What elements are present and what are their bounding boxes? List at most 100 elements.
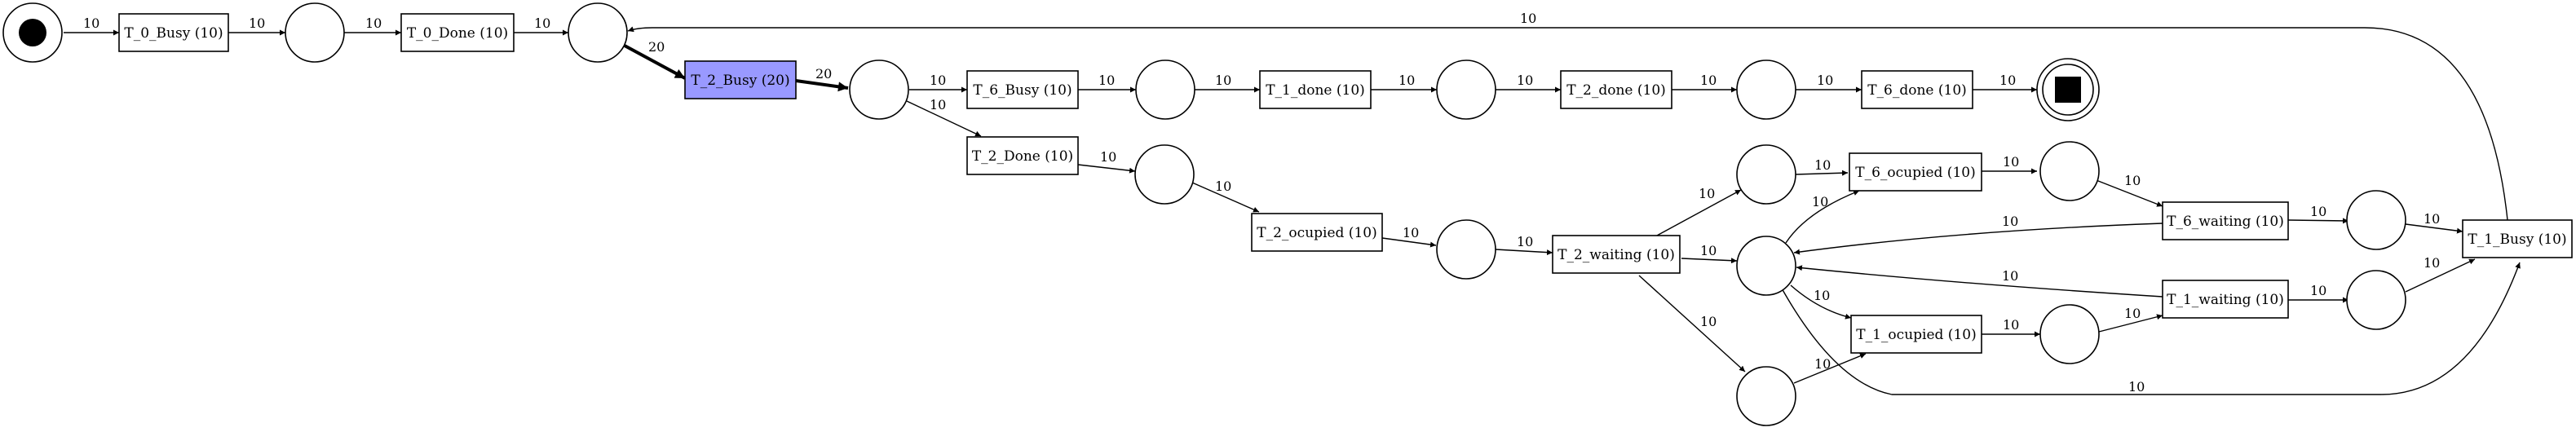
arc: 10 — [1794, 157, 1849, 176]
place — [1436, 219, 1496, 280]
arc: 10 — [1982, 317, 2040, 337]
place — [568, 2, 628, 63]
arc-weight: 10 — [1700, 314, 1717, 329]
arc: 10 — [1681, 243, 1738, 264]
places — [2, 2, 2406, 426]
transition-t1-ocupied: T_1_ocupied (10) — [1850, 315, 1982, 354]
arc-weight: 10 — [1098, 73, 1115, 88]
arc: 10 — [1780, 262, 2521, 395]
arc: 10 — [2405, 211, 2463, 234]
arc: 10 — [2287, 204, 2349, 224]
arc-weight: 10 — [365, 15, 382, 31]
arc: 10 — [1982, 154, 2037, 174]
transition-label: T_2_ocupied (10) — [1257, 225, 1376, 241]
arc: 10 — [909, 73, 967, 93]
arc-weight: 10 — [2124, 306, 2141, 321]
place — [1736, 236, 1796, 296]
arc: 10 — [228, 15, 285, 36]
arc: 10 — [1078, 73, 1136, 93]
place — [1736, 144, 1796, 205]
transition-t2-done: T_2_done (10) — [1560, 70, 1672, 109]
arc: 10 — [2405, 255, 2476, 293]
arc-weight: 10 — [2003, 317, 2019, 333]
arc: 10 — [1793, 214, 2163, 255]
start-place — [2, 2, 63, 63]
arc: 10 — [1796, 265, 2163, 298]
transition-t2-ocupied: T_2_ocupied (10) — [1251, 213, 1383, 252]
arc-weight: 10 — [2124, 173, 2141, 188]
arc: 10 — [1790, 284, 1852, 320]
transition-t0-busy: T_0_Busy (10) — [118, 13, 229, 52]
arc: 10 — [514, 15, 568, 36]
arc-weight: 10 — [930, 97, 946, 112]
arc-weight: 10 — [2310, 204, 2326, 219]
transition-label: T_6_done (10) — [1867, 82, 1967, 99]
arc-weight: 10 — [2002, 214, 2018, 229]
place — [2346, 190, 2406, 250]
arc-weight: 10 — [1812, 194, 1828, 209]
arc: 10 — [1638, 275, 1746, 372]
place — [849, 60, 909, 120]
transition-t0-done: T_0_Done (10) — [400, 13, 515, 52]
transition-t2-waiting: T_2_waiting (10) — [1552, 235, 1681, 274]
arc: 10 — [1495, 234, 1553, 256]
transition-label: T_2_waiting (10) — [1558, 247, 1675, 263]
arc-weight: 10 — [2128, 379, 2145, 395]
arc: 10 — [2093, 173, 2163, 207]
arc-weight: 10 — [534, 15, 550, 31]
arc-weight: 10 — [1814, 157, 1831, 173]
transition-label: T_2_Busy (20) — [691, 73, 789, 89]
transition-label: T_1_ocupied (10) — [1856, 327, 1976, 343]
transition-label: T_1_waiting (10) — [2167, 292, 2284, 308]
arcs: 10 10 10 10 20 20 10 — [64, 11, 2521, 395]
arc-weight: 10 — [1817, 73, 1833, 88]
transition-t1-busy: T_1_Busy (10) — [2462, 219, 2573, 258]
arc-weight: 10 — [2424, 211, 2440, 227]
arc-weight: 10 — [1700, 73, 1717, 88]
arc-weight: 20 — [815, 66, 832, 82]
arc: 10 — [1195, 73, 1260, 93]
arc: 10 — [1655, 186, 1742, 237]
arc-weight: 10 — [2310, 283, 2326, 298]
arc: 10 — [1973, 73, 2037, 93]
place — [1134, 144, 1195, 205]
transition-t1-waiting: T_1_waiting (10) — [2162, 280, 2289, 319]
arc: 10 — [1077, 149, 1136, 174]
arc-weight: 10 — [1215, 73, 1231, 88]
arc-weight: 10 — [1517, 234, 1533, 249]
transition-t6-done: T_6_done (10) — [1861, 70, 1973, 109]
transition-label: T_0_Busy (10) — [124, 25, 223, 42]
arc-weight: 10 — [1814, 356, 1831, 372]
transition-label: T_2_Done (10) — [972, 148, 1073, 165]
arc: 10 — [1672, 73, 1737, 93]
arc-weight: 10 — [930, 73, 946, 88]
place — [1436, 60, 1496, 120]
arc-weight: 10 — [1517, 73, 1533, 88]
place — [2346, 270, 2406, 330]
place — [2039, 141, 2100, 201]
arc-weight: 20 — [648, 39, 665, 55]
arc: 10 — [344, 15, 401, 36]
arc-weight: 10 — [83, 15, 99, 31]
transition-label: T_1_Busy (10) — [2468, 231, 2566, 248]
arc-weight: 10 — [249, 15, 265, 31]
transition-t2-busy: T_2_Busy (20) — [684, 60, 797, 99]
arc-weight: 10 — [1215, 179, 1231, 194]
transition-label: T_0_Done (10) — [407, 25, 508, 42]
place — [285, 2, 345, 63]
arc-weight: 10 — [2002, 268, 2018, 284]
arc: 20 — [624, 39, 686, 80]
transition-t6-busy: T_6_Busy (10) — [966, 70, 1079, 109]
arc: 10 — [64, 15, 119, 36]
transition-label: T_6_waiting (10) — [2167, 214, 2284, 230]
arc: 10 — [2288, 283, 2348, 303]
transition-label: T_6_ocupied (10) — [1855, 165, 1975, 181]
arc-weight: 10 — [2424, 255, 2440, 271]
arc: 10 — [1496, 73, 1561, 93]
end-place — [2036, 58, 2100, 121]
arc-weight: 10 — [1814, 288, 1830, 303]
arc-weight: 10 — [1699, 186, 1715, 201]
arc: 10 — [1785, 190, 1860, 244]
arc-weight: 10 — [1100, 149, 1116, 165]
